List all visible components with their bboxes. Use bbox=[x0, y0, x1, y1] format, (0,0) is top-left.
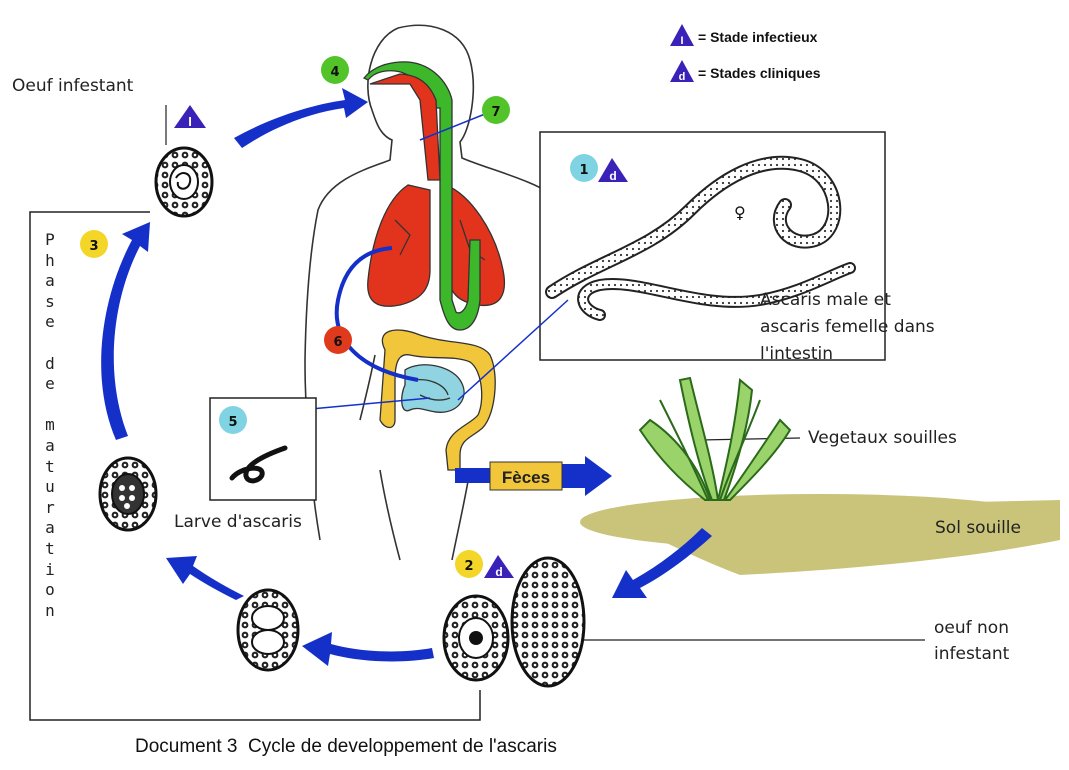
side-label-letter: e bbox=[38, 312, 62, 333]
side-label-letter: n bbox=[38, 601, 62, 622]
svg-text:2: 2 bbox=[464, 559, 473, 574]
adults-label-line1: Ascaris male et bbox=[760, 290, 891, 310]
svg-text:I: I bbox=[680, 35, 683, 47]
side-label-letter: a bbox=[38, 518, 62, 539]
side-label-letter: h bbox=[38, 251, 62, 272]
side-label-letter: d bbox=[38, 354, 62, 375]
legend-clinical-label: = Stades cliniques bbox=[698, 65, 821, 81]
figure-caption: Document 3 Cycle de developpement de l'a… bbox=[135, 736, 557, 758]
egg-non-infective-label-line1: oeuf non bbox=[934, 618, 1009, 638]
feces-label-box: Fèces bbox=[490, 462, 562, 490]
side-label-letter: i bbox=[38, 560, 62, 581]
stage-badge-3: 3 bbox=[80, 230, 108, 258]
stage-badge-5: 5 bbox=[219, 406, 247, 434]
stage-badge-7: 7 bbox=[482, 96, 510, 124]
soil-label: Sol souille bbox=[935, 518, 1021, 538]
side-label-letter: r bbox=[38, 498, 62, 519]
legend-infectious-label: = Stade infectieux bbox=[698, 29, 817, 45]
side-label-letter: e bbox=[38, 374, 62, 395]
side-label-letter: t bbox=[38, 457, 62, 478]
lungs bbox=[368, 185, 505, 306]
egg-one-cell bbox=[444, 596, 508, 680]
side-label-letter: m bbox=[38, 415, 62, 436]
svg-text:I: I bbox=[188, 114, 192, 129]
stage-badge-1: 1 bbox=[570, 154, 598, 182]
stage-badge-6: 6 bbox=[324, 326, 352, 354]
egg-embryonated bbox=[100, 458, 156, 530]
side-label-letter: a bbox=[38, 271, 62, 292]
svg-text:d: d bbox=[609, 169, 616, 183]
side-label-letter: a bbox=[38, 436, 62, 457]
legend-infectious-icon: I bbox=[670, 24, 694, 47]
egg-infective-label: Oeuf infestant bbox=[12, 76, 133, 96]
svg-text:7: 7 bbox=[491, 105, 500, 120]
plants-label: Vegetaux souilles bbox=[808, 428, 957, 448]
egg-infective bbox=[156, 148, 212, 216]
side-label-letter: s bbox=[38, 292, 62, 313]
larva-label: Larve d'ascaris bbox=[174, 512, 302, 532]
egg-non-infective-label-line2: infestant bbox=[934, 644, 1009, 664]
side-label-letter: o bbox=[38, 580, 62, 601]
female-symbol: ♀ bbox=[734, 203, 746, 222]
side-label-letter: t bbox=[38, 539, 62, 560]
adults-label-line3: l'intestin bbox=[760, 344, 833, 364]
svg-text:5: 5 bbox=[228, 415, 237, 430]
egg-non-infective-large bbox=[512, 558, 584, 686]
svg-text:6: 6 bbox=[333, 335, 342, 350]
svg-text:4: 4 bbox=[330, 65, 339, 80]
svg-text:d: d bbox=[679, 71, 686, 83]
side-label-letter bbox=[38, 395, 62, 416]
svg-text:d: d bbox=[495, 565, 502, 579]
adults-label-line2: ascaris femelle dans bbox=[760, 317, 935, 337]
feces-label: Fèces bbox=[502, 468, 550, 487]
legend-clinical-icon: d bbox=[670, 60, 694, 83]
side-label-letter: u bbox=[38, 477, 62, 498]
soiled-plants bbox=[640, 378, 790, 500]
svg-text:1: 1 bbox=[579, 163, 588, 178]
stage-badge-4: 4 bbox=[321, 56, 349, 84]
egg-two-cell bbox=[238, 590, 298, 670]
svg-text:3: 3 bbox=[89, 239, 98, 254]
stage-badge-2: 2 bbox=[455, 550, 483, 578]
intestines bbox=[380, 330, 495, 470]
side-label-letter bbox=[38, 333, 62, 354]
side-label-letter: P bbox=[38, 230, 62, 251]
infectious-stage-icon: I bbox=[174, 105, 206, 129]
clinical-stage-icon-2: d bbox=[484, 555, 514, 579]
